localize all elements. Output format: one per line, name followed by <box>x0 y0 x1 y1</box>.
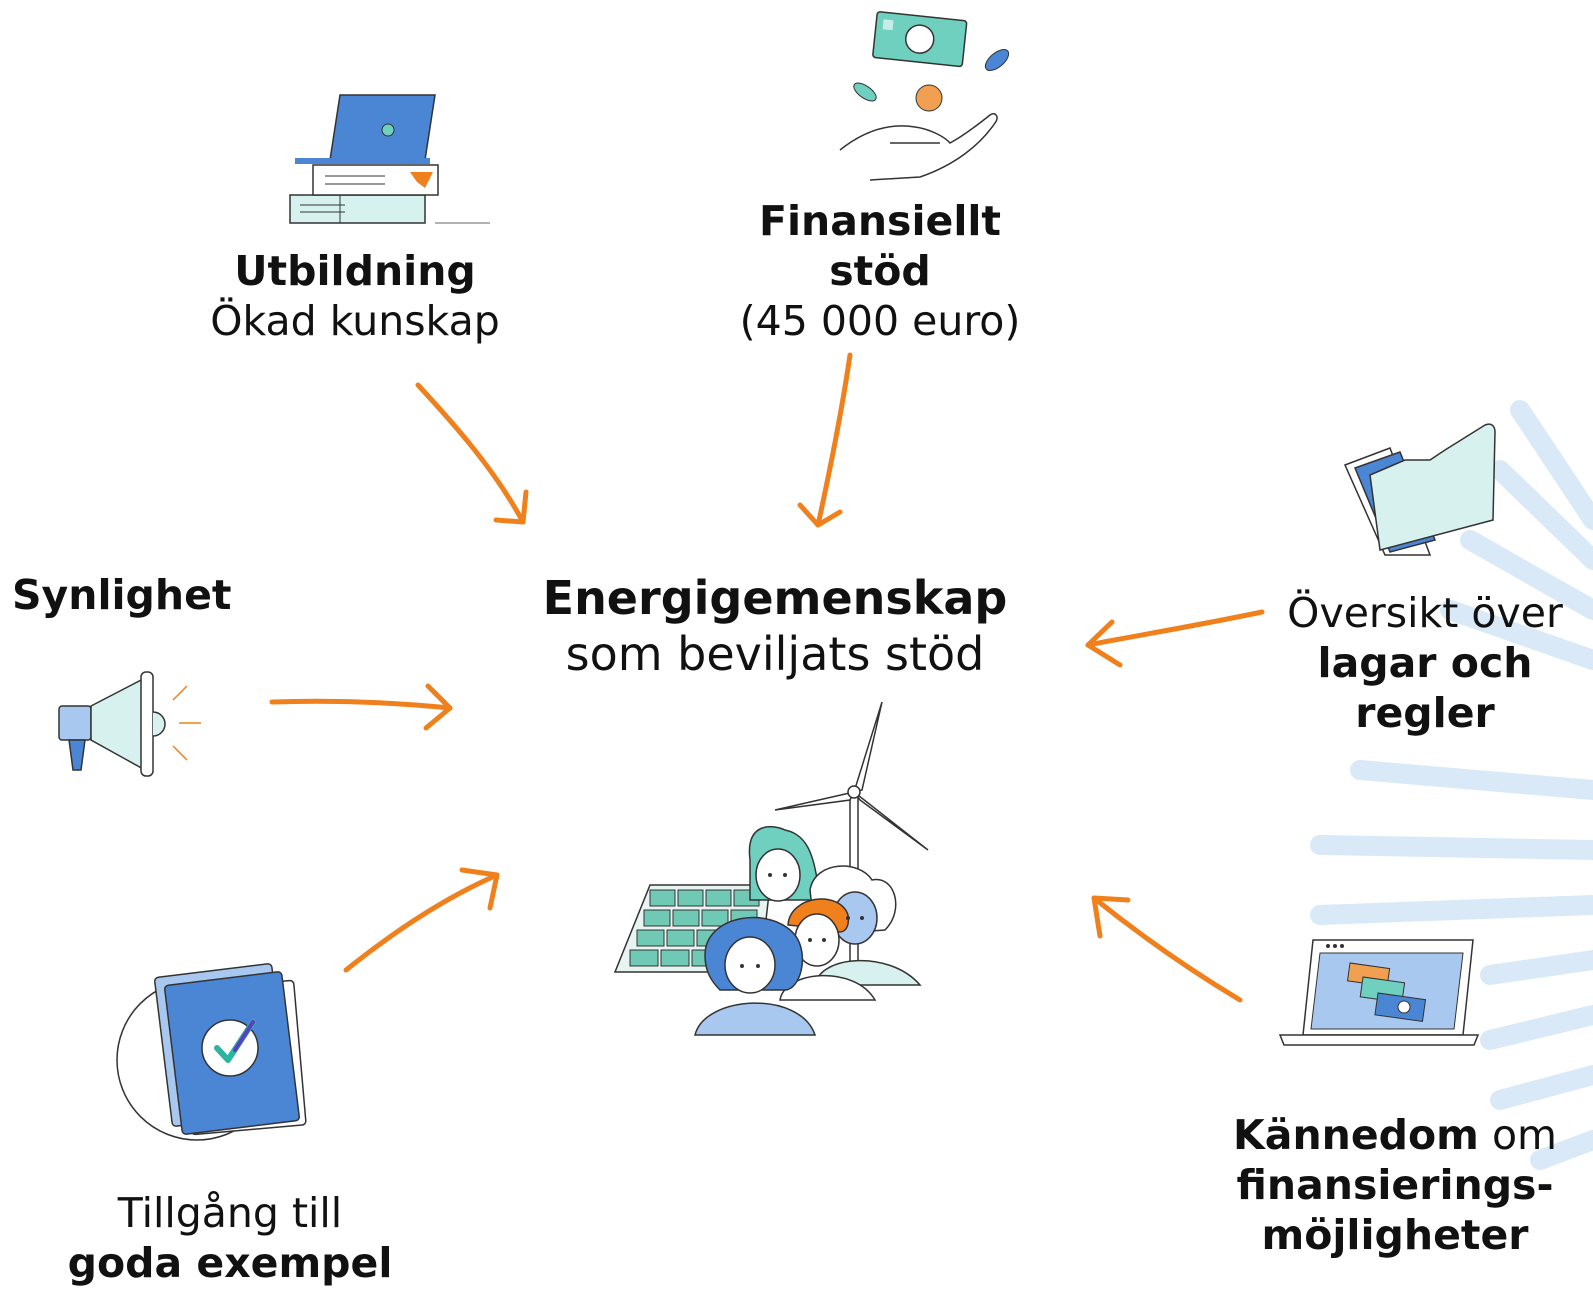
kannedom-line1: Kännedom om <box>1215 1110 1575 1160</box>
finansiellt-title-line1: Finansiellt <box>758 197 1002 245</box>
oversikt-bold-line1: lagar och <box>1317 639 1533 688</box>
oversikt-text: Översikt över <box>1287 589 1563 637</box>
utbildning-text: Ökad kunskap <box>210 297 500 346</box>
folder-icon <box>1343 423 1496 556</box>
finansiellt-title-line2: stöd <box>829 247 931 296</box>
synlighet-title: Synlighet <box>12 571 232 619</box>
node-kannedom: Kännedom om finansierings- möjligheter <box>1215 1110 1575 1260</box>
finansiellt-amount: (45 000 euro) <box>739 297 1021 346</box>
exempel-text: Tillgång till <box>117 1189 343 1237</box>
community-solar-wind-illustration <box>613 701 929 1036</box>
laptop-on-books-icon <box>289 94 490 224</box>
kannedom-line2: finansierings- <box>1236 1161 1554 1210</box>
node-finansiellt: Finansiellt stöd (45 000 euro) <box>700 196 1060 346</box>
laptop-with-money-icon <box>1278 939 1480 1046</box>
exempel-bold: goda exempel <box>67 1239 393 1288</box>
node-exempel: Tillgång till goda exempel <box>40 1188 420 1288</box>
utbildning-title: Utbildning <box>234 247 476 295</box>
checklist-card-icon <box>116 963 307 1141</box>
kannedom-line3: möjligheter <box>1261 1211 1529 1260</box>
kannedom-text: om <box>1478 1111 1557 1159</box>
oversikt-bold-line2: regler <box>1355 689 1495 738</box>
node-oversikt: Översikt över lagar och regler <box>1275 588 1575 738</box>
center-subtitle: som beviljats stöd <box>565 627 985 682</box>
center-title: Energigemenskap <box>542 571 1008 625</box>
center-label: Energigemenskap som beviljats stöd <box>520 570 1030 682</box>
node-utbildning: Utbildning Ökad kunskap <box>185 246 525 346</box>
hand-with-money-icon <box>839 11 1010 181</box>
megaphone-icon <box>58 671 201 777</box>
kannedom-bold: Kännedom <box>1233 1111 1479 1159</box>
